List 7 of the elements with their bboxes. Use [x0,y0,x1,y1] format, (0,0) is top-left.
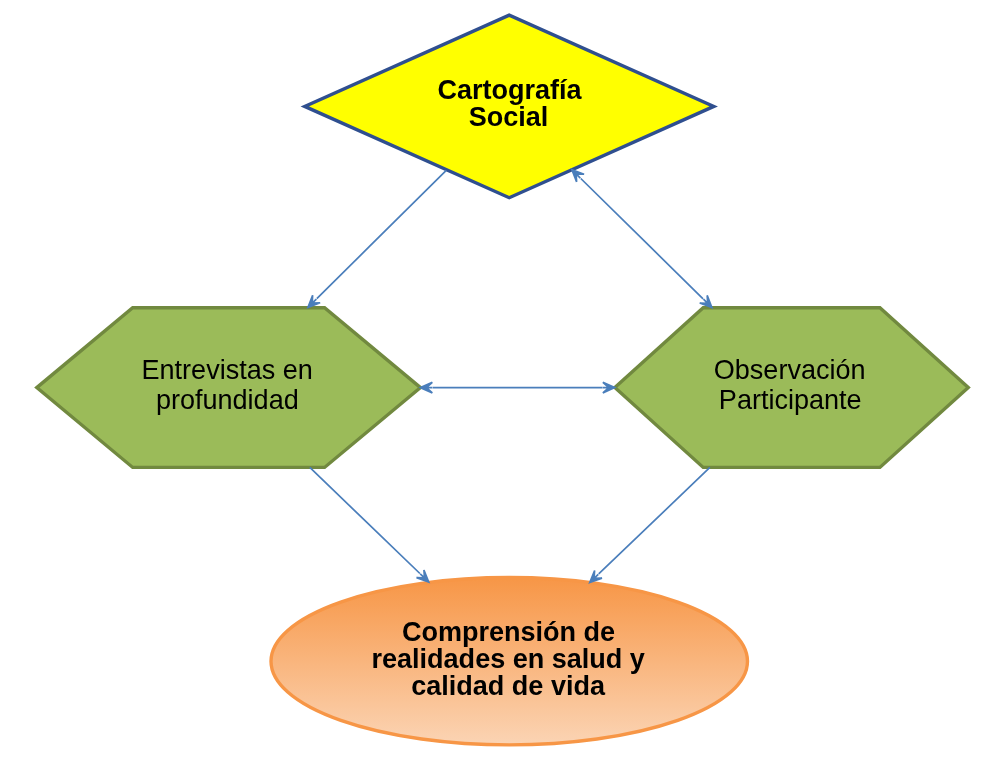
arrow [571,168,713,309]
arrow [308,466,430,583]
node-diamond: Cartografía Social [300,13,718,200]
arrow [419,381,616,394]
arrow [588,466,711,584]
node-ellipse: Comprensión de realidades en salud y calidad de vida [269,575,750,747]
arrow [307,169,448,309]
